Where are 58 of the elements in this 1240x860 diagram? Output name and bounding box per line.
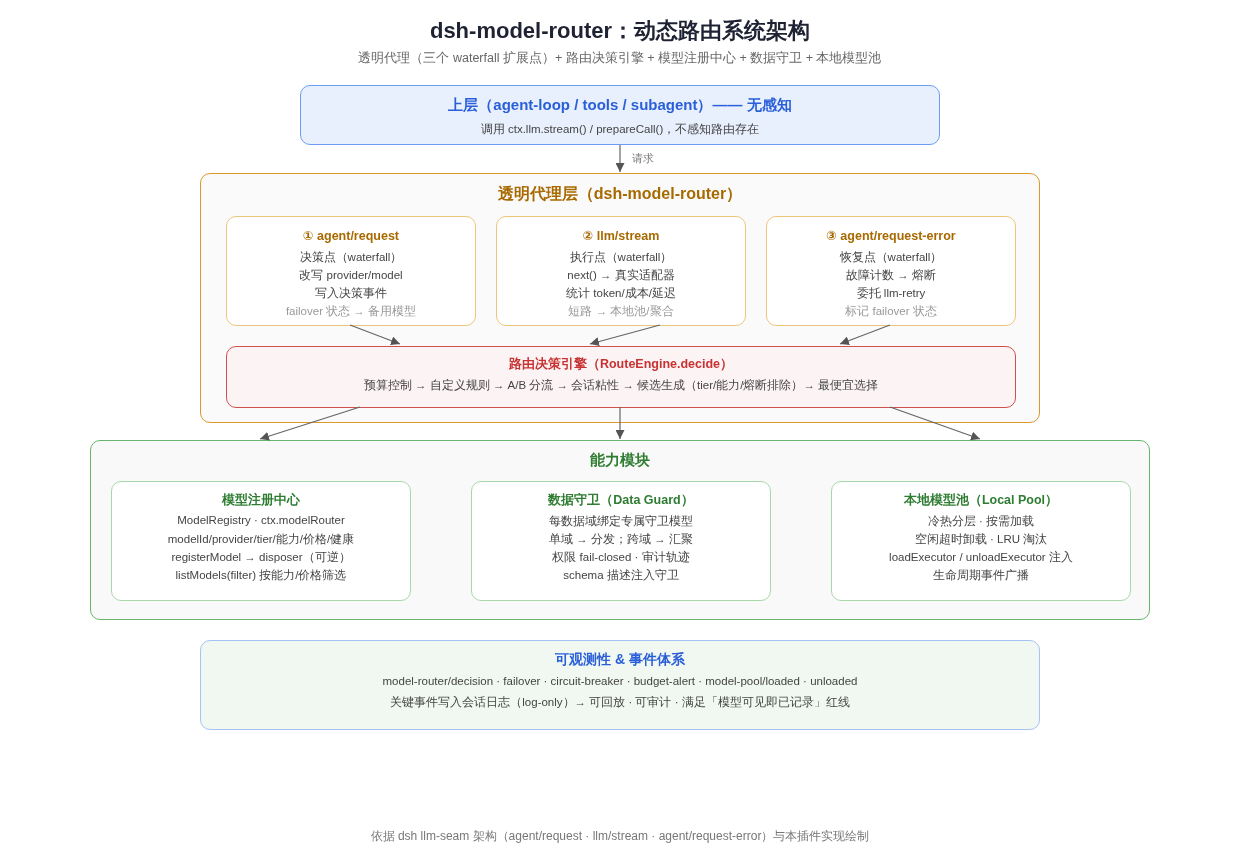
box-text: 关键事件写入会话日志（log-only）→ 可回放 · 可审计 · 满足「模型可见即已记录」红线 (389, 695, 851, 710)
hook-box (226, 216, 476, 326)
box-heading: ③ agent/request-error (825, 228, 957, 243)
box-text: 决策点（waterfall） (298, 250, 404, 265)
layer-box (300, 85, 940, 145)
box-heading: 数据守卫（Data Guard） (547, 492, 695, 509)
box-heading: 可观测性 & 事件体系 (554, 651, 686, 669)
subtitle: 透明代理（三个 waterfall 扩展点）+ 路由决策引擎 + 模型注册中心 + 数据守卫 + 本地模型池 (357, 50, 883, 67)
box-text: 调用 ctx.llm.stream() / prepareCall()，不感知路由存在 (479, 122, 761, 137)
box-text: listModels(filter) 按能力/价格筛选 (174, 568, 348, 583)
box-text: model-router/decision · failover · circuit-breaker · budget-alert · model-pool/loaded · unloaded (381, 675, 859, 687)
caption: 依据 dsh llm-seam 架构（agent/request · llm/stream · agent/request-error）与本插件实现绘制 (369, 828, 871, 845)
box-text: failover 状态 → 备用模型 (284, 304, 418, 319)
layer-box (200, 640, 1040, 730)
box-text: 委托 llm-retry (855, 286, 927, 301)
box-heading: 上层（agent-loop / tools / subagent）—— 无感知 (447, 96, 793, 115)
box-heading: 模型注册中心 (220, 492, 301, 509)
box-text: next() → 真实适配器 (566, 268, 676, 283)
box-text: registerModel → disposer（可逆） (170, 550, 352, 565)
box-text: modelId/provider/tier/能力/价格/健康 (166, 532, 356, 547)
arrow (615, 144, 625, 173)
box-text: 生命周期事件广播 (932, 568, 1030, 583)
layer-panel (90, 440, 1150, 620)
box-text: 改写 provider/model (298, 268, 404, 283)
box-text: schema 描述注入守卫 (562, 568, 680, 583)
box-text: loadExecutor / unloadExecutor 注入 (888, 550, 1074, 565)
box-text: 冷热分层 · 按需加载 (926, 514, 1036, 529)
box-heading: ② llm/stream (581, 228, 661, 243)
box-text: 空闲超时卸载 · LRU 淘汰 (913, 532, 1049, 547)
arrow (615, 406, 625, 440)
layer-panel (200, 173, 1040, 423)
module-box (831, 481, 1131, 601)
box-text: 统计 token/成本/延迟 (565, 286, 677, 301)
arrow (889, 406, 981, 441)
hook-box (496, 216, 746, 326)
box-text: 预算控制 → 自定义规则 → A/B 分流 → 会话粘性 → 候选生成（tier/能力/熔断排除）→ 最便宜选择 (362, 378, 880, 393)
box-text: 执行点（waterfall） (568, 250, 674, 265)
box-text: 单域 → 分发；跨域 → 汇聚 (548, 532, 694, 547)
edge-label: 请求 (630, 151, 656, 166)
box-heading: 本地模型池（Local Pool） (902, 492, 1060, 509)
box-text: 恢复点（waterfall） (838, 250, 944, 265)
box-heading: ① agent/request (302, 228, 400, 243)
module-box (471, 481, 771, 601)
hook-box (766, 216, 1016, 326)
box-text: 短路 → 本地池/聚合 (567, 304, 675, 319)
box-text: 标记 failover 状态 (844, 304, 938, 319)
engine-box (226, 346, 1016, 408)
title: dsh-model-router：动态路由系统架构 (428, 17, 812, 45)
module-box (111, 481, 411, 601)
box-heading: 透明代理层（dsh-model-router） (496, 184, 744, 204)
box-text: 每数据域绑定专属守卫模型 (548, 514, 694, 529)
box-text: 故障计数 → 熔断 (845, 268, 937, 283)
box-text: ModelRegistry · ctx.modelRouter (176, 514, 346, 526)
arrow (589, 324, 661, 346)
box-heading: 能力模块 (589, 451, 651, 470)
box-text: 权限 fail-closed · 审计轨迹 (551, 550, 691, 565)
box-heading: 路由决策引擎（RouteEngine.decide） (507, 356, 735, 373)
box-text: 写入决策事件 (314, 286, 388, 301)
